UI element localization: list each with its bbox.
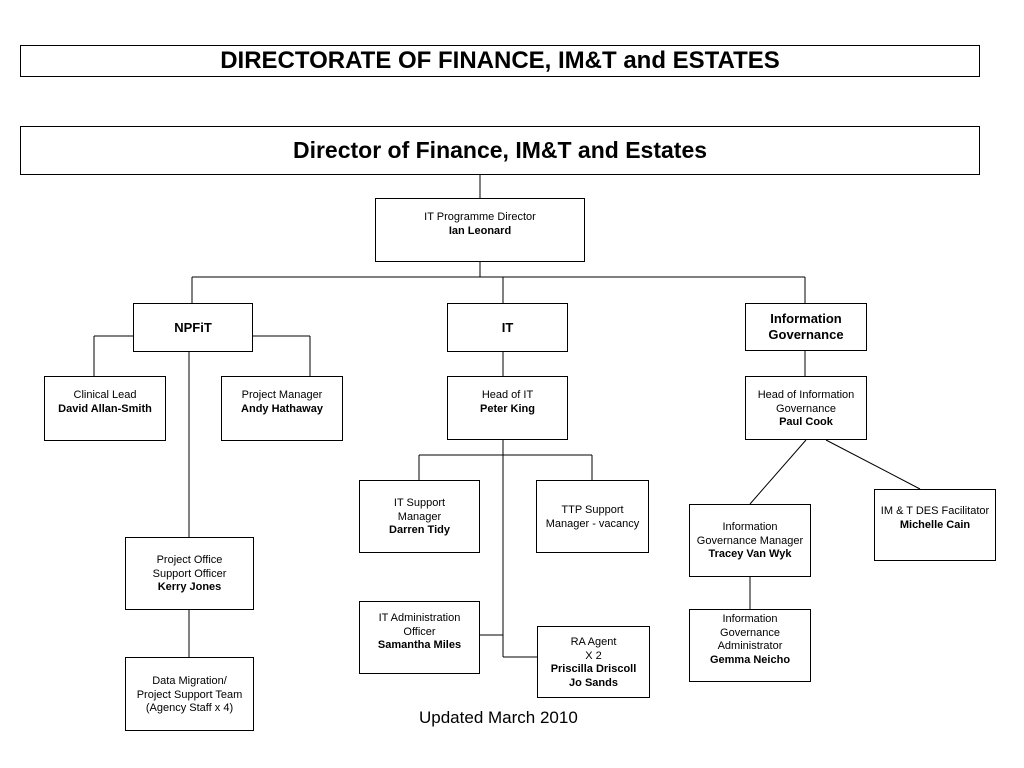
- page-title: DIRECTORATE OF FINANCE, IM&T and ESTATES: [20, 45, 980, 77]
- role-label: Project Manager: [241, 389, 323, 401]
- role-label: Information: [722, 521, 778, 533]
- role-label: Data Migration/: [152, 675, 227, 687]
- head-of-it-box: Head of IT Peter King: [447, 376, 568, 440]
- role-label: X 2: [585, 649, 602, 662]
- role-label: Governance: [720, 626, 780, 639]
- connector-line: [749, 439, 807, 505]
- role-label: Head of IT: [481, 389, 534, 401]
- imt-des-facilitator-box: IM & T DES Facilitator Michelle Cain: [874, 489, 996, 561]
- updated-date: Updated March 2010: [419, 708, 578, 727]
- role-label: TTP Support: [561, 504, 624, 516]
- person-name: Priscilla Driscoll: [550, 663, 637, 675]
- person-name: Michelle Cain: [899, 518, 971, 531]
- role-label: IT Administration: [378, 612, 461, 624]
- person-name: Paul Cook: [779, 416, 833, 428]
- unit-label: IT: [501, 319, 514, 335]
- role-label: Support Officer: [152, 567, 227, 580]
- it-support-manager-box: IT Support Manager Darren Tidy: [359, 480, 480, 553]
- role-label: IM & T DES Facilitator: [880, 505, 990, 517]
- role-label: Clinical Lead: [73, 389, 137, 401]
- person-name: Darren Tidy: [389, 524, 450, 536]
- person-name: Samantha Miles: [377, 639, 462, 651]
- project-manager-box: Project Manager Andy Hathaway: [221, 376, 343, 441]
- role-label: Officer: [403, 625, 436, 638]
- person-name: Ian Leonard: [448, 224, 512, 237]
- person-name: Peter King: [479, 402, 535, 415]
- role-label: IT Programme Director: [424, 211, 536, 223]
- director-box: Director of Finance, IM&T and Estates: [20, 126, 980, 175]
- role-label: (Agency Staff x 4): [145, 702, 234, 714]
- it-administration-officer-box: IT Administration Officer Samantha Miles: [359, 601, 480, 674]
- person-name: Gemma Neicho: [709, 653, 791, 666]
- person-name: Jo Sands: [569, 676, 618, 689]
- role-label: RA Agent: [570, 636, 617, 648]
- data-migration-team-box: Data Migration/ Project Support Team (Ag…: [125, 657, 254, 731]
- role-label: Governance Manager: [696, 534, 804, 547]
- unit-label: Governance: [768, 327, 844, 342]
- clinical-lead-box: Clinical Lead David Allan-Smith: [44, 376, 166, 441]
- role-label: Governance: [776, 402, 836, 415]
- role-label: Head of Information: [757, 389, 855, 401]
- head-of-information-governance-box: Head of Information Governance Paul Cook: [745, 376, 867, 440]
- npfit-box: NPFiT: [133, 303, 253, 352]
- role-label: Administrator: [717, 640, 783, 652]
- role-label: IT Support: [393, 497, 446, 509]
- ra-agent-box: RA Agent X 2 Priscilla Driscoll Jo Sands: [537, 626, 650, 698]
- information-governance-manager-box: Information Governance Manager Tracey Va…: [689, 504, 811, 577]
- person-name: David Allan-Smith: [58, 402, 152, 415]
- role-label: Project Support Team: [136, 688, 243, 701]
- role-label: Manager: [397, 510, 442, 523]
- role-label: Information: [722, 613, 778, 625]
- project-office-support-officer-box: Project Office Support Officer Kerry Jon…: [125, 537, 254, 610]
- unit-label: NPFiT: [174, 319, 212, 335]
- it-box: IT: [447, 303, 568, 352]
- role-label: Project Office: [156, 554, 223, 566]
- information-governance-administrator-box: Information Governance Administrator Gem…: [689, 609, 811, 682]
- ttp-support-manager-box: TTP Support Manager - vacancy: [536, 480, 649, 553]
- information-governance-box: Information Governance: [745, 303, 867, 351]
- person-name: Tracey Van Wyk: [708, 548, 792, 560]
- unit-label: Information: [770, 311, 842, 326]
- person-name: Andy Hathaway: [241, 402, 323, 415]
- connector-line: [825, 439, 921, 490]
- it-programme-director-box: IT Programme Director Ian Leonard: [375, 198, 585, 262]
- role-label: Manager - vacancy: [545, 517, 640, 530]
- person-name: Kerry Jones: [157, 581, 222, 593]
